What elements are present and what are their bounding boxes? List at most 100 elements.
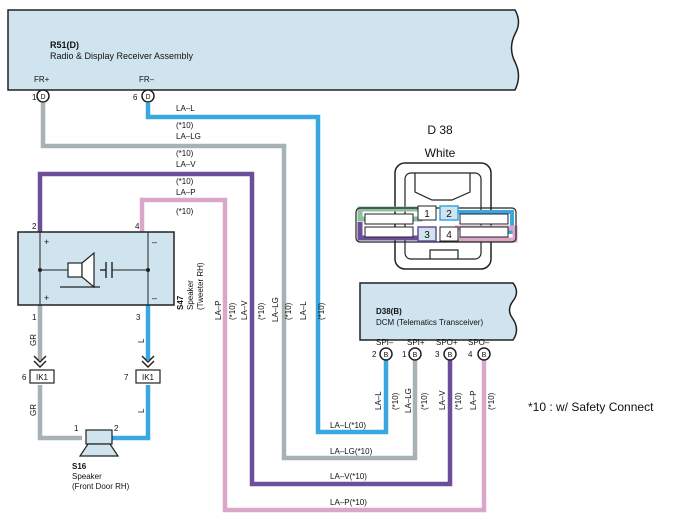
receiver-pin1-letter: D <box>40 94 45 101</box>
note-la-l-top: (*10) <box>176 121 194 130</box>
d38-pin-3: 3 <box>424 230 430 241</box>
label-la-p-top: LA–P <box>176 188 196 197</box>
dcm-pin-letter-3: B <box>448 352 453 359</box>
dcm-box <box>359 282 518 341</box>
dcm-pin-connector-2 <box>408 347 422 361</box>
junction-arrow-left-icon <box>33 355 47 369</box>
vlabel-gr-lower: GR <box>29 404 38 416</box>
dcm-wire-note-2: (*10) <box>420 392 429 410</box>
door-speaker-code: S16 <box>72 462 87 471</box>
dcm-wire-label-1: LA–L <box>374 391 383 410</box>
wire-la-p <box>139 197 487 513</box>
receiver-code: R51(D) <box>50 40 79 50</box>
tweeter-node-left <box>38 268 42 272</box>
receiver-pin6-connector <box>141 89 155 103</box>
tweeter-name: Speaker <box>186 280 195 310</box>
wire-la-l <box>145 103 389 435</box>
junction-right-num: 7 <box>124 373 129 382</box>
vlabel-la-p: LA–P <box>214 300 223 320</box>
dcm-wire-label-2: LA–LG <box>404 388 413 413</box>
tweeter-minus-top: – <box>152 237 157 247</box>
dcm-pin-letter-4: B <box>482 352 487 359</box>
label-la-l-top: LA–L <box>176 104 195 113</box>
wire-la-v <box>37 171 453 487</box>
receiver-pin1-connector <box>36 89 50 103</box>
vlabel-la-lg: LA–LG <box>271 297 280 322</box>
junction-left-num: 6 <box>22 373 27 382</box>
d38-pin-4: 4 <box>446 230 452 241</box>
label-la-v-top: LA–V <box>176 160 196 169</box>
dcm-pin-num-1: 2 <box>372 350 377 359</box>
door-speaker-name: Speaker <box>72 472 102 481</box>
wire-gr <box>37 305 82 441</box>
receiver-name: Radio & Display Receiver Assembly <box>50 51 194 61</box>
vlabel-l-upper: L <box>137 338 146 343</box>
note-la-v-top: (*10) <box>176 177 194 186</box>
label-la-p-bottom: LA–P(*10) <box>330 498 367 507</box>
door-speaker-icon <box>78 429 120 457</box>
vlabel-gr-upper: GR <box>29 334 38 346</box>
dcm-pin-connector-3 <box>443 347 457 361</box>
dcm-pin-num-2: 1 <box>402 350 407 359</box>
d38-connector-face <box>355 162 518 270</box>
dcm-wire-note-3: (*10) <box>454 392 463 410</box>
receiver-pin6-letter: D <box>145 94 150 101</box>
junction-ik1-left <box>29 369 55 384</box>
d38-pin-1: 1 <box>424 209 430 220</box>
label-la-v-bottom: LA–V(*10) <box>330 472 367 481</box>
tweeter-pin-1: 1 <box>32 313 37 322</box>
tweeter-location: (Tweeter RH) <box>196 262 205 310</box>
dcm-code: D38(B) <box>376 307 402 316</box>
tweeter-minus-bottom: – <box>152 293 157 303</box>
dcm-pin-name-4: SPO– <box>468 338 490 347</box>
dcm-wire-label-3: LA–V <box>438 390 447 410</box>
wire-la-lg <box>40 103 418 461</box>
door-speaker-pin2: 2 <box>114 424 119 433</box>
tweeter-box <box>17 231 175 306</box>
junction-arrow-right-icon <box>141 355 155 369</box>
vnote-la-v: (*10) <box>257 302 266 320</box>
junction-ik1-right <box>135 369 161 384</box>
receiver-pin1-num: 1 <box>32 93 37 102</box>
tweeter-node-right <box>146 268 150 272</box>
dcm-pin-connector-1 <box>379 347 393 361</box>
speaker-symbol-icon <box>60 251 100 289</box>
receiver-box <box>7 9 520 91</box>
dcm-wire-note-4: (*10) <box>487 392 496 410</box>
tweeter-plus-top: + <box>44 237 49 247</box>
note-la-lg-top: (*10) <box>176 149 194 158</box>
tweeter-pin-3: 3 <box>136 313 141 322</box>
dcm-pin-connector-4 <box>477 347 491 361</box>
d38-pin-2: 2 <box>446 209 452 220</box>
tweeter-code: S47 <box>176 295 185 310</box>
d38-title: D 38 <box>427 123 453 137</box>
tweeter-plus-bottom: + <box>44 293 49 303</box>
dcm-pin-num-3: 3 <box>435 350 440 359</box>
door-speaker-pin1: 1 <box>74 424 79 433</box>
vnote-la-lg: (*10) <box>284 302 293 320</box>
wire-l <box>112 305 151 441</box>
vnote-la-p: (*10) <box>228 302 237 320</box>
receiver-pin-fr-minus-label: FR– <box>139 75 155 84</box>
note-la-p-top: (*10) <box>176 207 194 216</box>
door-speaker-location: (Front Door RH) <box>72 482 130 491</box>
d38-color-name: White <box>425 146 456 160</box>
tweeter-pin-4: 4 <box>135 222 140 231</box>
footnote: *10 : w/ Safety Connect <box>528 400 654 414</box>
label-la-l-bottom: LA–L(*10) <box>330 421 366 430</box>
receiver-pin-fr-plus-label: FR+ <box>34 75 50 84</box>
vlabel-la-v: LA–V <box>240 300 249 320</box>
vnote-la-l: (*10) <box>317 302 326 320</box>
dcm-wire-note-1: (*10) <box>391 392 400 410</box>
receiver-pin6-num: 6 <box>133 93 138 102</box>
dcm-pin-name-1: SPI– <box>376 338 394 347</box>
dcm-pin-letter-2: B <box>413 352 418 359</box>
capacitor-symbol-icon <box>100 262 113 278</box>
tweeter-pin-2: 2 <box>32 222 37 231</box>
junction-right-name: IK1 <box>142 373 155 382</box>
label-la-lg-bottom: LA–LG(*10) <box>330 447 373 456</box>
vlabel-l-lower: L <box>137 408 146 413</box>
dcm-pin-name-2: SPI+ <box>407 338 425 347</box>
